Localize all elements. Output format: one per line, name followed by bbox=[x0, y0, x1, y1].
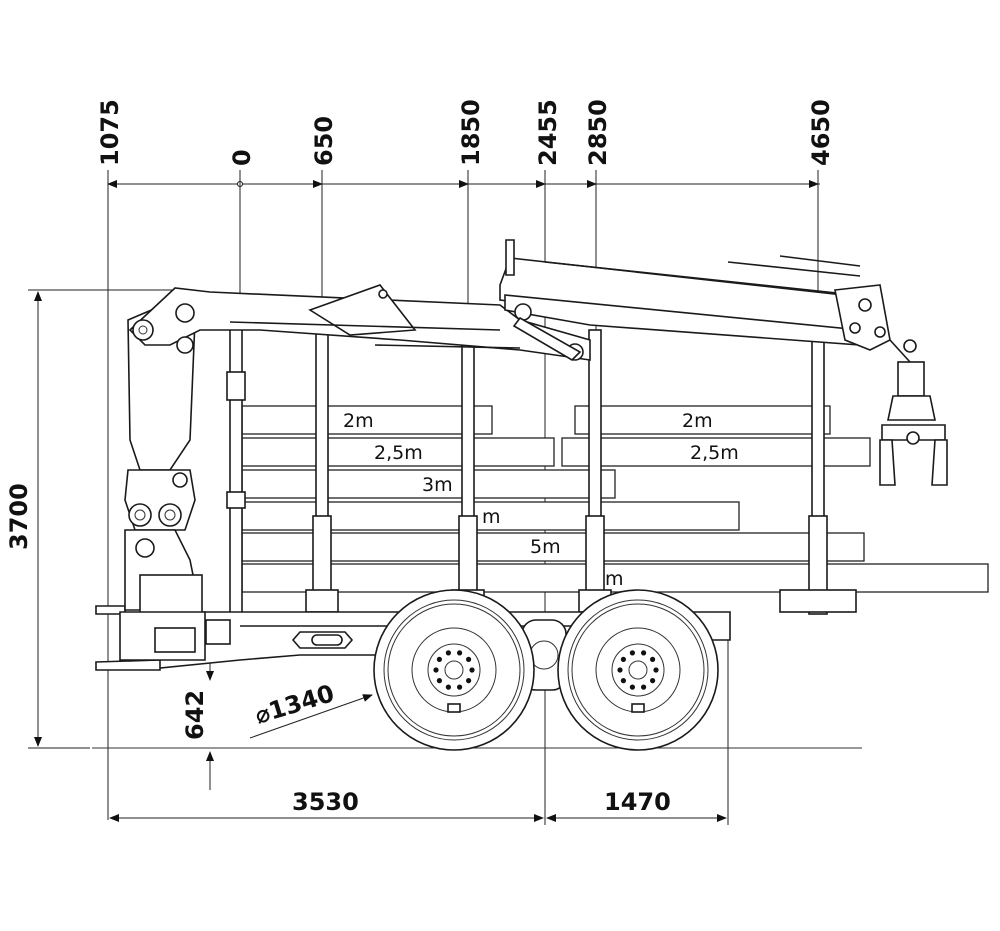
wheel-diameter-dimension bbox=[249, 694, 373, 739]
dim-label-3700: 3700 bbox=[5, 483, 33, 550]
lug-nut bbox=[650, 656, 656, 663]
lug-nut bbox=[629, 650, 636, 656]
dim-label-650: 650 bbox=[310, 116, 338, 166]
lug-nut bbox=[436, 656, 442, 663]
log-5m bbox=[241, 532, 865, 562]
lug-nuts bbox=[433, 650, 659, 690]
dim-label-1850: 1850 bbox=[457, 99, 485, 166]
log-2m-right bbox=[574, 405, 831, 435]
dim-label-1470: 1470 bbox=[604, 788, 671, 816]
grapple bbox=[879, 339, 948, 486]
log-6m bbox=[241, 563, 989, 593]
lug-nut bbox=[641, 650, 647, 656]
log-label-3m: 3m bbox=[422, 474, 453, 496]
log-label-2m-right: 2m bbox=[682, 410, 713, 432]
lug-nut bbox=[433, 667, 439, 673]
lug-nut bbox=[445, 684, 451, 690]
stake-4 bbox=[578, 329, 612, 615]
lug-nut bbox=[457, 650, 463, 656]
log-label-2-5m-right: 2,5m bbox=[690, 442, 739, 464]
crane-jib bbox=[499, 239, 891, 362]
stake-2 bbox=[305, 329, 339, 615]
lug-nut bbox=[617, 667, 623, 673]
dim-label-4650: 4650 bbox=[807, 99, 835, 166]
log-2-5m-left bbox=[241, 437, 555, 467]
crane-column bbox=[119, 299, 206, 661]
dim-label-2850: 2850 bbox=[584, 99, 612, 166]
lug-nut bbox=[641, 684, 647, 690]
lug-nut bbox=[650, 678, 656, 684]
log-label-5m: 5m bbox=[530, 536, 561, 558]
lug-nut bbox=[457, 684, 463, 690]
dim-label-2455: 2455 bbox=[534, 99, 562, 166]
height-dimension bbox=[28, 289, 175, 749]
lug-nut bbox=[629, 684, 636, 690]
lug-nut bbox=[653, 667, 659, 673]
log-label-2m-left: 2m bbox=[343, 410, 374, 432]
dim-label-1075: 1075 bbox=[96, 99, 124, 166]
stake-front bbox=[226, 325, 246, 617]
log-label-6m: m bbox=[605, 568, 624, 590]
log-2m-left bbox=[241, 405, 493, 435]
lug-nut bbox=[469, 667, 475, 673]
dim-label-0: 0 bbox=[228, 149, 256, 166]
log-label-4m: m bbox=[482, 506, 501, 528]
dim-label-642: 642 bbox=[181, 690, 209, 740]
wheel-rear bbox=[557, 589, 719, 751]
dim-label-3530: 3530 bbox=[292, 788, 359, 816]
main-boom bbox=[128, 284, 591, 361]
bottom-dimension-chain bbox=[109, 640, 729, 825]
log-load bbox=[241, 405, 989, 593]
lug-nut bbox=[620, 678, 627, 684]
wheel-front bbox=[373, 589, 535, 751]
log-label-2-5m-left: 2,5m bbox=[374, 442, 423, 464]
lug-nut bbox=[445, 650, 451, 656]
lug-nut bbox=[466, 656, 472, 663]
lug-nut bbox=[466, 678, 472, 684]
lug-nut bbox=[620, 656, 627, 663]
lug-nut bbox=[436, 678, 442, 684]
